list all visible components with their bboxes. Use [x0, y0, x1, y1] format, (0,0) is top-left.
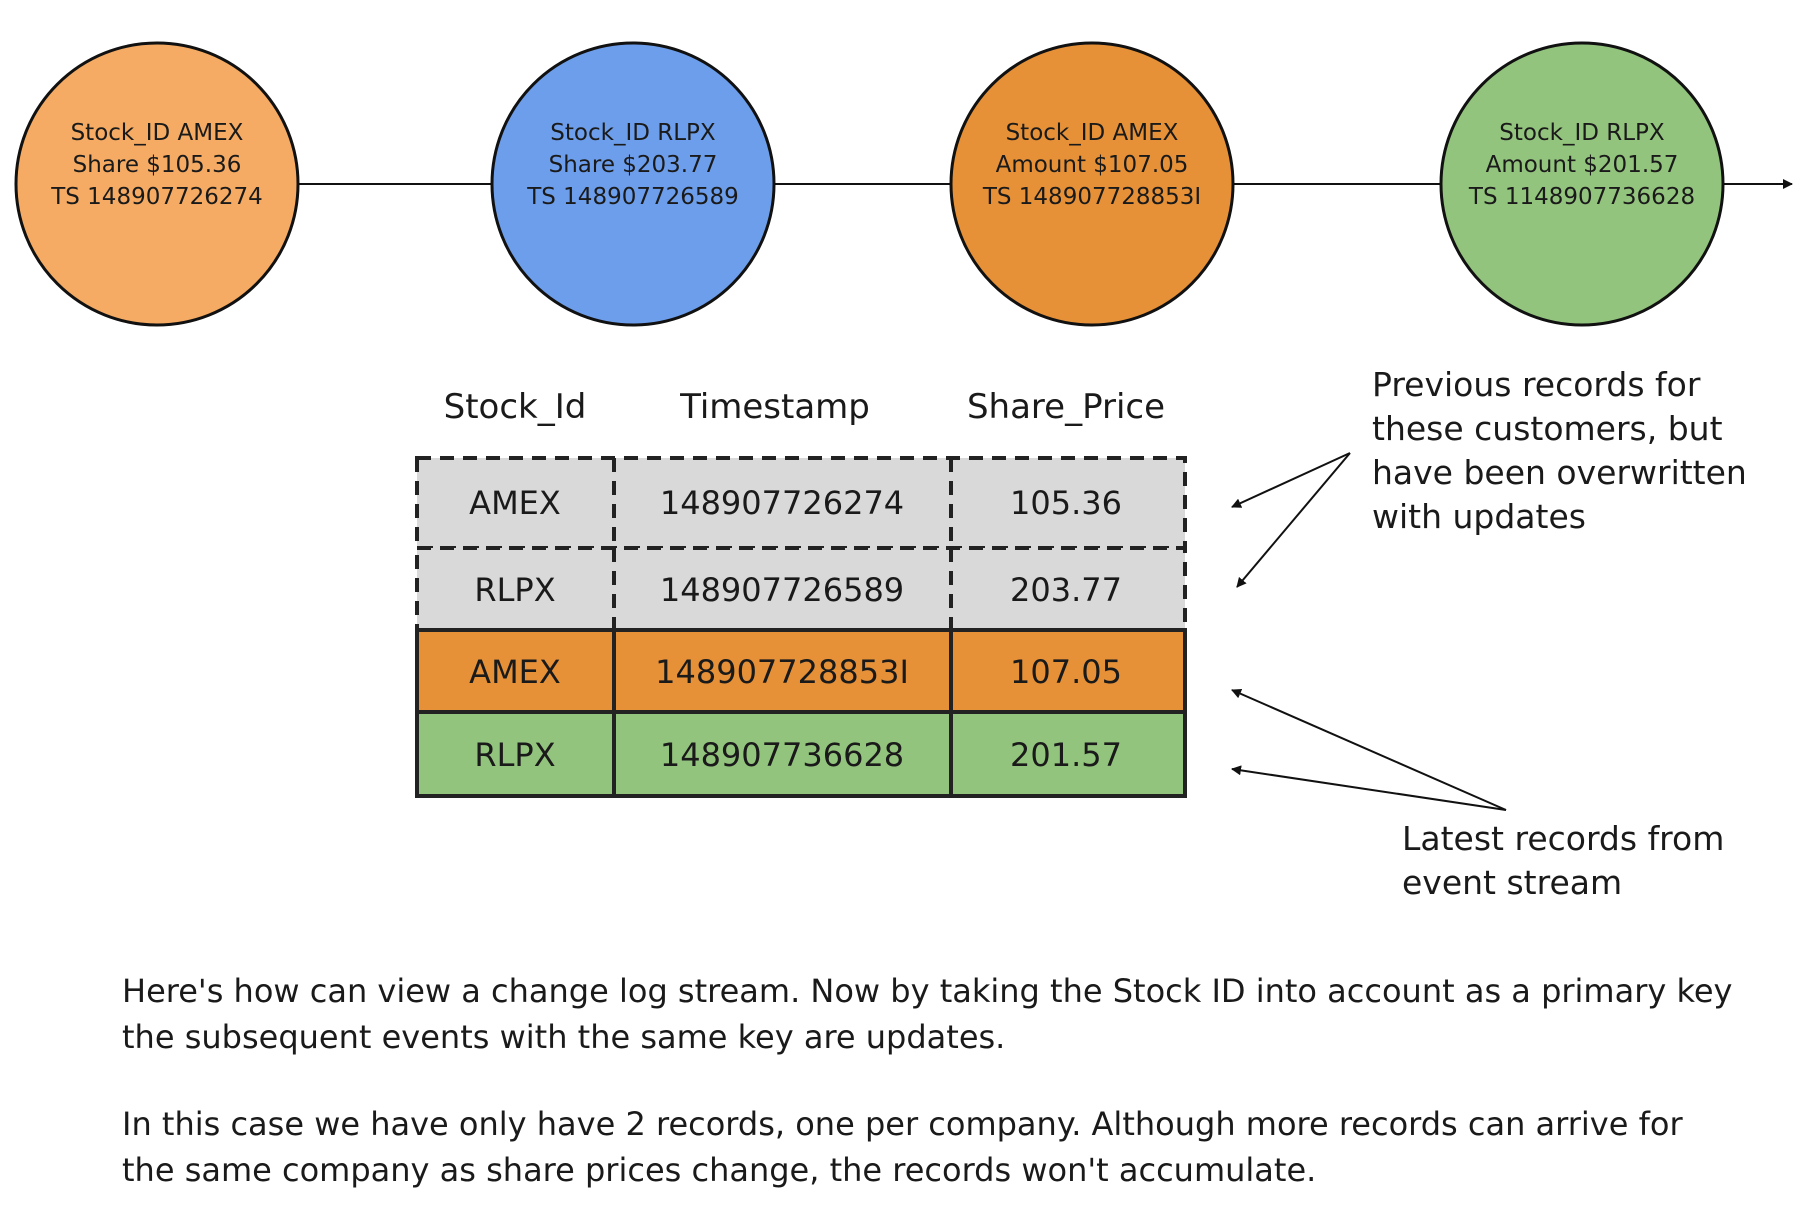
table-cell-share-price: 107.05: [1010, 653, 1122, 691]
table-row-4: RLPX 148907736628 201.57: [415, 710, 1187, 798]
stream-event-node-3: Stock_ID AMEX Amount $107.05 TS 14890772…: [949, 41, 1235, 327]
table-row-3: AMEX 148907728853I 107.05: [415, 628, 1187, 714]
description-paragraph-1: Here's how can view a change log stream.…: [122, 972, 1733, 1056]
event-line-stock: Stock_ID AMEX: [1006, 120, 1179, 146]
table-cell-timestamp: 148907726274: [660, 484, 904, 522]
event-line-stock: Stock_ID RLPX: [550, 120, 716, 146]
table-cell-stock-id: RLPX: [474, 571, 555, 609]
event-line-price: Amount $107.05: [996, 152, 1189, 178]
table-row-background: [415, 710, 1187, 798]
table-header-stock-id: Stock_Id: [444, 387, 587, 427]
table-cell-share-price: 203.77: [1010, 571, 1122, 609]
annotation-line: with updates: [1372, 497, 1586, 536]
table-cell-timestamp: 148907726589: [660, 571, 904, 609]
annotation-previous-records: Previous records for these customers, bu…: [1372, 365, 1747, 536]
event-circle: [949, 41, 1235, 327]
arrow-to-latest-row-1: [1231, 689, 1507, 811]
table-header-share-price: Share_Price: [967, 387, 1165, 427]
annotation-line: these customers, but: [1372, 409, 1723, 448]
table-cell-timestamp: 148907736628: [660, 736, 904, 774]
table-cell-share-price: 201.57: [1010, 736, 1122, 774]
event-line-price: Share $105.36: [73, 152, 242, 178]
arrow-to-latest-row-2: [1231, 765, 1507, 811]
event-line-timestamp: TS 148907726589: [526, 184, 739, 210]
event-line-timestamp: TS 1148907736628: [1468, 184, 1695, 210]
annotation-line: Previous records for: [1372, 365, 1701, 404]
table-cell-stock-id: AMEX: [469, 653, 561, 691]
annotation-latest-records: Latest records from event stream: [1402, 819, 1724, 902]
stream-event-node-2: Stock_ID RLPX Share $203.77 TS 148907726…: [490, 41, 776, 327]
event-circle: [14, 41, 300, 327]
stream-event-node-4: Stock_ID RLPX Amount $201.57 TS 11489077…: [1439, 41, 1725, 327]
event-circle: [490, 41, 776, 327]
event-line-price: Share $203.77: [549, 152, 718, 178]
annotation-line: Latest records from: [1402, 819, 1724, 858]
description-paragraph-2: In this case we have only have 2 records…: [122, 1105, 1683, 1189]
table-cell-stock-id: AMEX: [469, 484, 561, 522]
stream-event-node-1: Stock_ID AMEX Share $105.36 TS 148907726…: [14, 41, 300, 327]
table-cell-timestamp: 148907728853I: [655, 653, 909, 691]
event-line-timestamp: TS 148907726274: [50, 184, 263, 210]
annotation-line: event stream: [1402, 863, 1622, 902]
event-line-stock: Stock_ID AMEX: [71, 120, 244, 146]
table-header-timestamp: Timestamp: [679, 387, 870, 427]
table-cell-stock-id: RLPX: [474, 736, 555, 774]
event-line-stock: Stock_ID RLPX: [1499, 120, 1665, 146]
table-cell-share-price: 105.36: [1010, 484, 1122, 522]
event-line-timestamp: TS 148907728853I: [982, 184, 1201, 210]
table-row-background: [415, 628, 1187, 714]
table-row-background: [415, 546, 1187, 632]
event-line-price: Amount $201.57: [1486, 152, 1679, 178]
event-circle: [1439, 41, 1725, 327]
arrow-to-overwritten-row-1: [1231, 452, 1351, 508]
arrow-to-overwritten-row-2: [1236, 452, 1351, 588]
table-row-2: RLPX 148907726589 203.77: [415, 546, 1187, 632]
table-row-1: AMEX 148907726274 105.36: [415, 456, 1187, 550]
annotation-line: have been overwritten: [1372, 453, 1747, 492]
changelog-diagram: Stock_ID AMEX Share $105.36 TS 148907726…: [14, 41, 1793, 902]
